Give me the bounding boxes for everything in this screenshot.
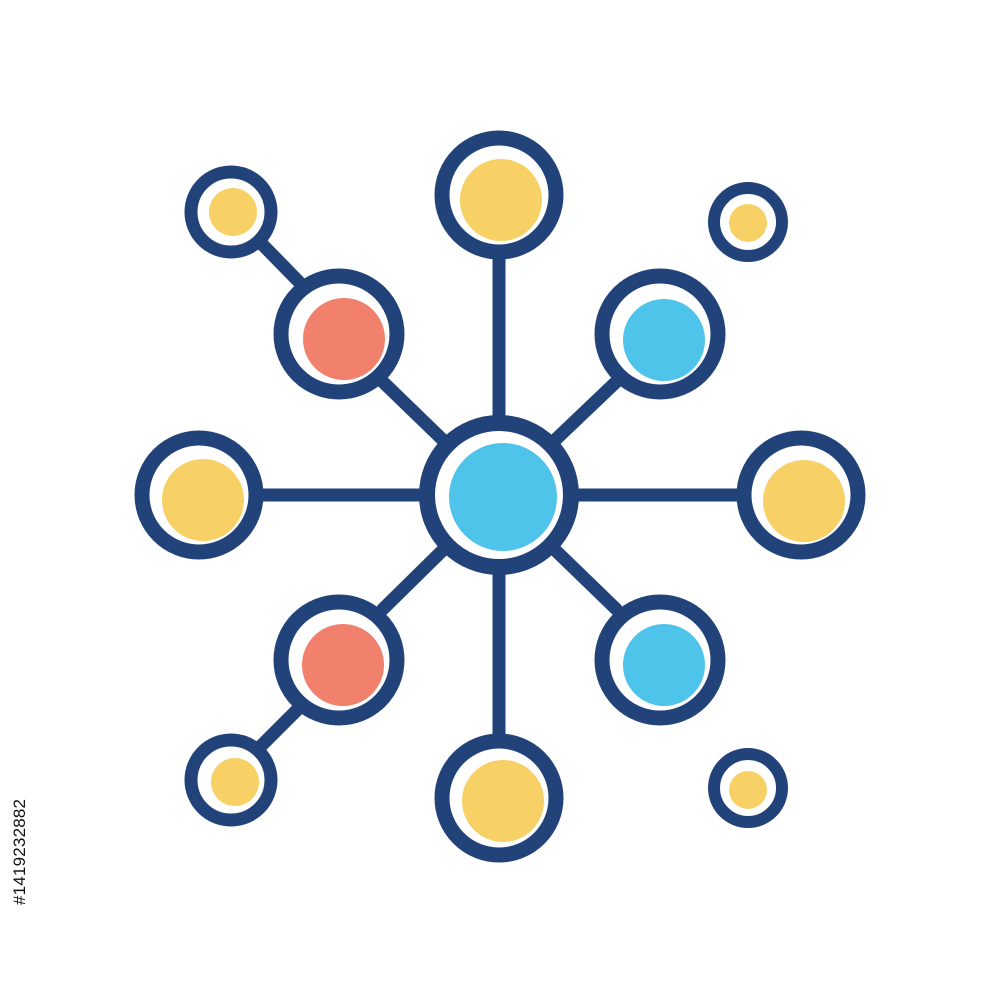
link-lower-left	[376, 540, 453, 616]
link-upper-right	[545, 375, 623, 450]
link-upper-left	[376, 375, 453, 450]
node-small-top-right	[708, 182, 788, 262]
network-links	[251, 233, 745, 756]
node-small-bottom-left	[184, 733, 278, 827]
hub-node	[419, 415, 579, 575]
node-left	[134, 430, 264, 560]
node-upper-right	[594, 268, 726, 400]
node-bottom	[434, 733, 564, 863]
node-right	[736, 430, 866, 560]
node-small-bottom-right	[708, 748, 788, 828]
link-lower-left-outer	[251, 700, 307, 756]
node-top	[434, 130, 564, 260]
link-upper-left-outer	[251, 233, 307, 290]
stock-id-watermark: #1419232882	[10, 798, 29, 905]
node-lower-left	[273, 594, 405, 726]
node-lower-right	[594, 594, 726, 726]
node-upper-left	[273, 268, 405, 400]
link-lower-right	[545, 540, 623, 616]
node-small-top-left	[184, 165, 278, 259]
